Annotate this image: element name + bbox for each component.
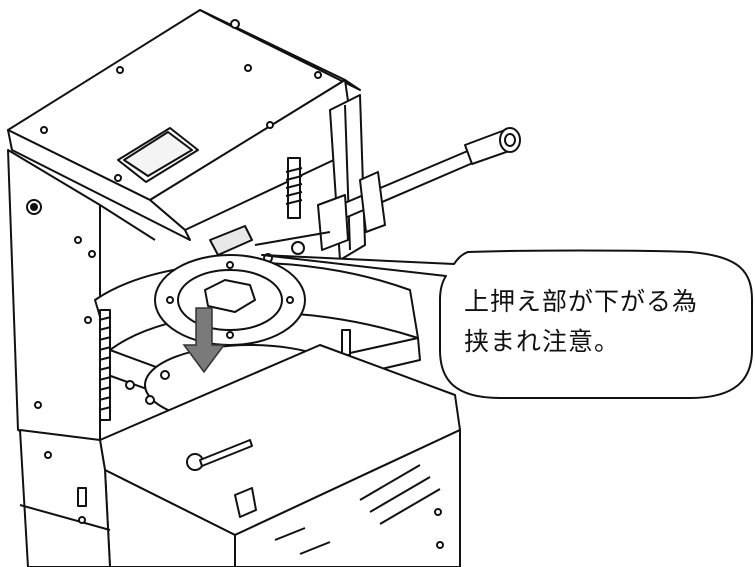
top-housing: [7, 9, 361, 241]
warning-callout-text: 上押え部が下がる為 挟まれ注意。: [464, 282, 739, 362]
callout-line-2: 挟まれ注意。: [464, 327, 621, 356]
left-side-panel: [7, 149, 156, 471]
down-arrow-icon: [182, 307, 226, 374]
callout-line-1: 上押え部が下がる為: [464, 287, 699, 316]
base-cabinet: [19, 344, 461, 567]
callout-bubble: [261, 249, 753, 399]
press-mechanism: [209, 157, 349, 263]
handle-lever: [339, 127, 521, 233]
